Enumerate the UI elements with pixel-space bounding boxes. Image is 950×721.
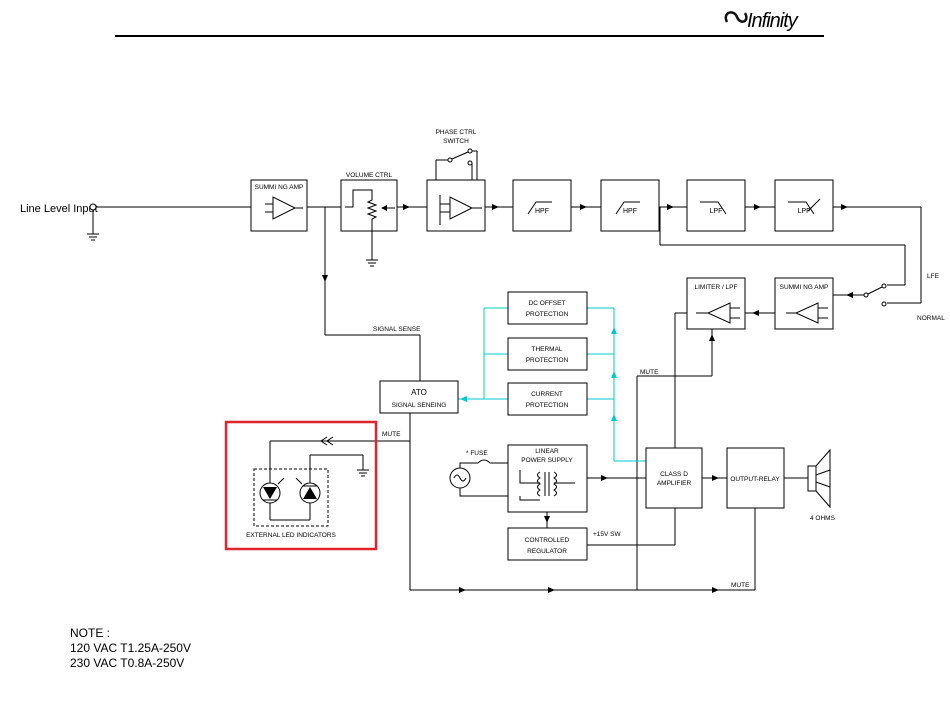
fuse-label: * FUSE (466, 450, 488, 457)
current-protection-block: CURRENT PROTECTION (507, 382, 588, 416)
lfe-normal-switch: LFE NORMAL (833, 273, 945, 322)
lfe-label: LFE (927, 273, 940, 280)
summing-amp-1-label: SUMMI NG AMP (255, 184, 304, 191)
led-icon-1 (259, 477, 285, 504)
ato-signal-sensing-block: ATO SIGNAL SENEING (379, 380, 459, 414)
hpf-1-label: HPF (535, 208, 549, 215)
plus15v-label: +15V SW (593, 531, 622, 538)
volume-ctrl-label: VOLUME CTRL (346, 172, 393, 179)
external-led-label: EXTERNAL LED INDICATORS (246, 532, 336, 539)
fuse-icon (477, 459, 491, 464)
thermal-protection-block: THERMAL PROTECTION (507, 337, 588, 371)
lpf-1-label: LPF (710, 208, 723, 215)
class-d-label-2: AMPLIFIER (657, 480, 692, 487)
controlled-reg-label-1: CONTROLLED (525, 537, 570, 544)
mute-label-ato: MUTE (382, 431, 401, 438)
led-dashed-box (253, 468, 329, 527)
output-relay-block: OUTPUT-RELAY (726, 447, 785, 509)
summing-amp-block-2: SUMMI NG AMP (774, 277, 834, 330)
dc-offset-protection-block: DC OFFSET PROTECTION (507, 291, 588, 325)
mute-label-limiter: MUTE (640, 369, 659, 376)
controlled-reg-label-2: REGULATOR (527, 548, 567, 555)
transformer-icon (519, 470, 575, 501)
linear-power-supply-block: LINEAR POWER SUPPLY (507, 444, 588, 513)
note-line-1: 120 VAC T1.25A-250V (70, 641, 191, 655)
infinity-logo-mark (724, 11, 748, 23)
speaker-icon (807, 448, 831, 509)
controlled-regulator-block: CONTROLLED REGULATOR (507, 527, 588, 561)
ground-symbol-volume (366, 259, 378, 267)
highlight-box (224, 420, 378, 551)
lpf-block-2: LPF (774, 179, 834, 232)
linear-ps-label-1: LINEAR (535, 448, 559, 455)
summing-amp-2-label: SUMMI NG AMP (780, 284, 829, 291)
hpf-block-2: HPF (600, 179, 660, 232)
ground-symbol-input (87, 233, 99, 241)
dc-offset-label-2: PROTECTION (526, 311, 569, 318)
note-line-2: 230 VAC T0.8A-250V (70, 656, 184, 670)
infinity-logo: Infinity (724, 10, 800, 32)
current-label-1: CURRENT (531, 391, 563, 398)
infinity-logo-text: Infinity (747, 10, 799, 32)
volume-ctrl-block: VOLUME CTRL (340, 172, 398, 260)
summing-amp-block-1: SUMMI NG AMP (250, 179, 308, 232)
led-icon-2 (295, 477, 321, 504)
limiter-lpf-label: LIMITER / LPF (695, 284, 738, 291)
signal-sense-label: SIGNAL SENSE (373, 326, 421, 333)
linear-ps-label-2: POWER SUPPLY (521, 457, 573, 464)
ato-label-1: ATO (411, 388, 427, 397)
external-led-indicators-highlight: EXTERNAL LED INDICATORS (224, 420, 378, 551)
normal-label: NORMAL (917, 315, 945, 322)
hpf-2-label: HPF (623, 208, 637, 215)
phase-ctrl-label-2: SWITCH (443, 138, 469, 145)
line-level-input-label: Line Level Input (20, 203, 98, 215)
class-d-label-1: CLASS D (660, 471, 688, 478)
ato-label-2: SIGNAL SENEING (392, 402, 447, 409)
ac-source-icon (449, 467, 471, 489)
thermal-label-2: PROTECTION (526, 357, 569, 364)
phase-ctrl-label-1: PHASE CTRL (436, 129, 477, 136)
output-relay-label: OUTPUT-RELAY (730, 476, 780, 483)
hpf-block-1: HPF (512, 179, 572, 232)
current-label-2: PROTECTION (526, 402, 569, 409)
lpf-block-1: LPF (686, 179, 746, 232)
note-title: NOTE : (70, 626, 110, 640)
lpf-2-label: LPF (798, 208, 811, 215)
limiter-lpf-block: LIMITER / LPF (686, 277, 746, 330)
mute-label-relay: MUTE (731, 582, 750, 589)
class-d-amplifier-block: CLASS D AMPLIFIER (645, 447, 703, 509)
dc-offset-label-1: DC OFFSET (529, 300, 566, 307)
four-ohms-label: 4 OHMS (810, 515, 836, 522)
input-terminal (89, 203, 97, 211)
thermal-label-1: THERMAL (531, 346, 562, 353)
phase-ctrl-block: PHASE CTRL SWITCH (426, 129, 486, 232)
